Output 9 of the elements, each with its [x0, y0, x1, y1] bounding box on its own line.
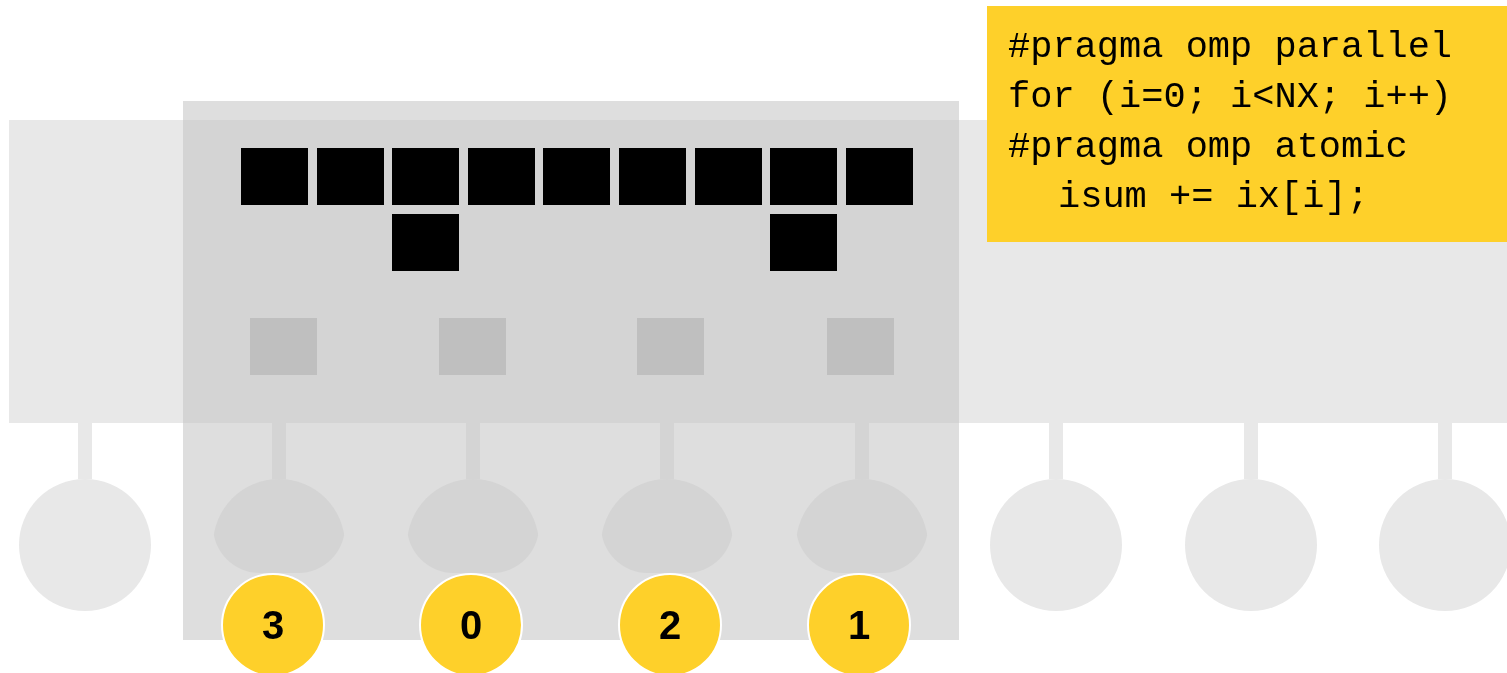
number-label: 2: [658, 605, 682, 645]
number-label: 0: [459, 605, 483, 645]
code-line: isum += ix[i];: [1057, 175, 1370, 220]
code-line: #pragma omp atomic: [1008, 125, 1409, 170]
code-line: for (i=0; i<NX; i++): [1008, 75, 1454, 120]
code-line: #pragma omp parallel: [1008, 25, 1454, 70]
code-box: [987, 6, 1507, 242]
number-label: 1: [847, 605, 871, 645]
number-label: 3: [261, 605, 285, 645]
